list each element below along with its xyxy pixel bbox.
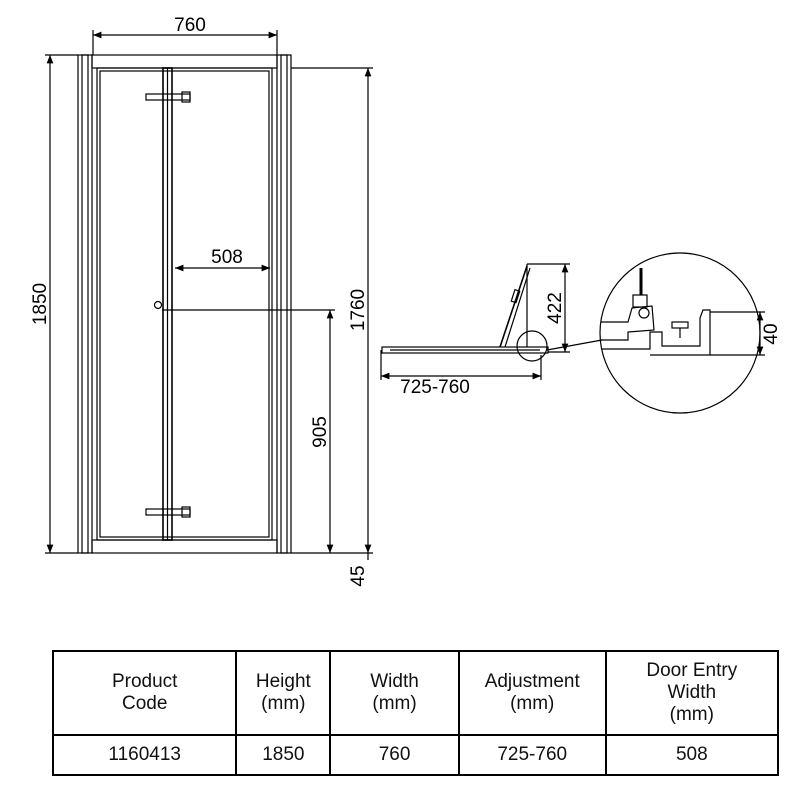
header-adjustment: Adjustment (mm) xyxy=(457,650,607,736)
profile-dimension: 40 xyxy=(761,323,782,344)
technical-drawing: 760 1850 1760 508 905 45 725-760 422 40 xyxy=(30,15,782,587)
cell-product-code: 1160413 xyxy=(51,734,238,776)
door-height-dimension: 1760 xyxy=(348,289,369,331)
header-width: Width (mm) xyxy=(329,650,460,736)
handle-height-dimension: 905 xyxy=(310,416,331,448)
front-view-door xyxy=(77,54,292,554)
entry-width-dimension: 508 xyxy=(211,247,243,268)
header-product-code: Product Code xyxy=(51,650,238,736)
cell-door-entry-width: 508 xyxy=(604,734,780,776)
header-height: Height (mm) xyxy=(235,650,332,736)
width-dimension: 760 xyxy=(174,15,206,36)
cell-height: 1850 xyxy=(235,734,332,776)
detail-view xyxy=(599,252,761,414)
table-row: 1160413 1850 760 725-760 508 xyxy=(51,734,780,776)
header-door-entry-width: Door Entry Width (mm) xyxy=(604,650,780,736)
handle-icon xyxy=(153,300,163,310)
cell-adjustment: 725-760 xyxy=(457,734,607,776)
cell-width: 760 xyxy=(329,734,460,776)
table-header-row: Product Code Height (mm) Width (mm) Adju… xyxy=(51,650,780,736)
tray-gap-dimension: 45 xyxy=(348,565,369,586)
overall-height-dimension: 1850 xyxy=(30,283,51,325)
fold-depth-dimension: 422 xyxy=(545,292,566,324)
adjustment-dimension: 725-760 xyxy=(400,377,470,398)
plan-view xyxy=(381,264,549,354)
detail-marker xyxy=(516,330,548,362)
spec-table: Product Code Height (mm) Width (mm) Adju… xyxy=(51,650,780,776)
